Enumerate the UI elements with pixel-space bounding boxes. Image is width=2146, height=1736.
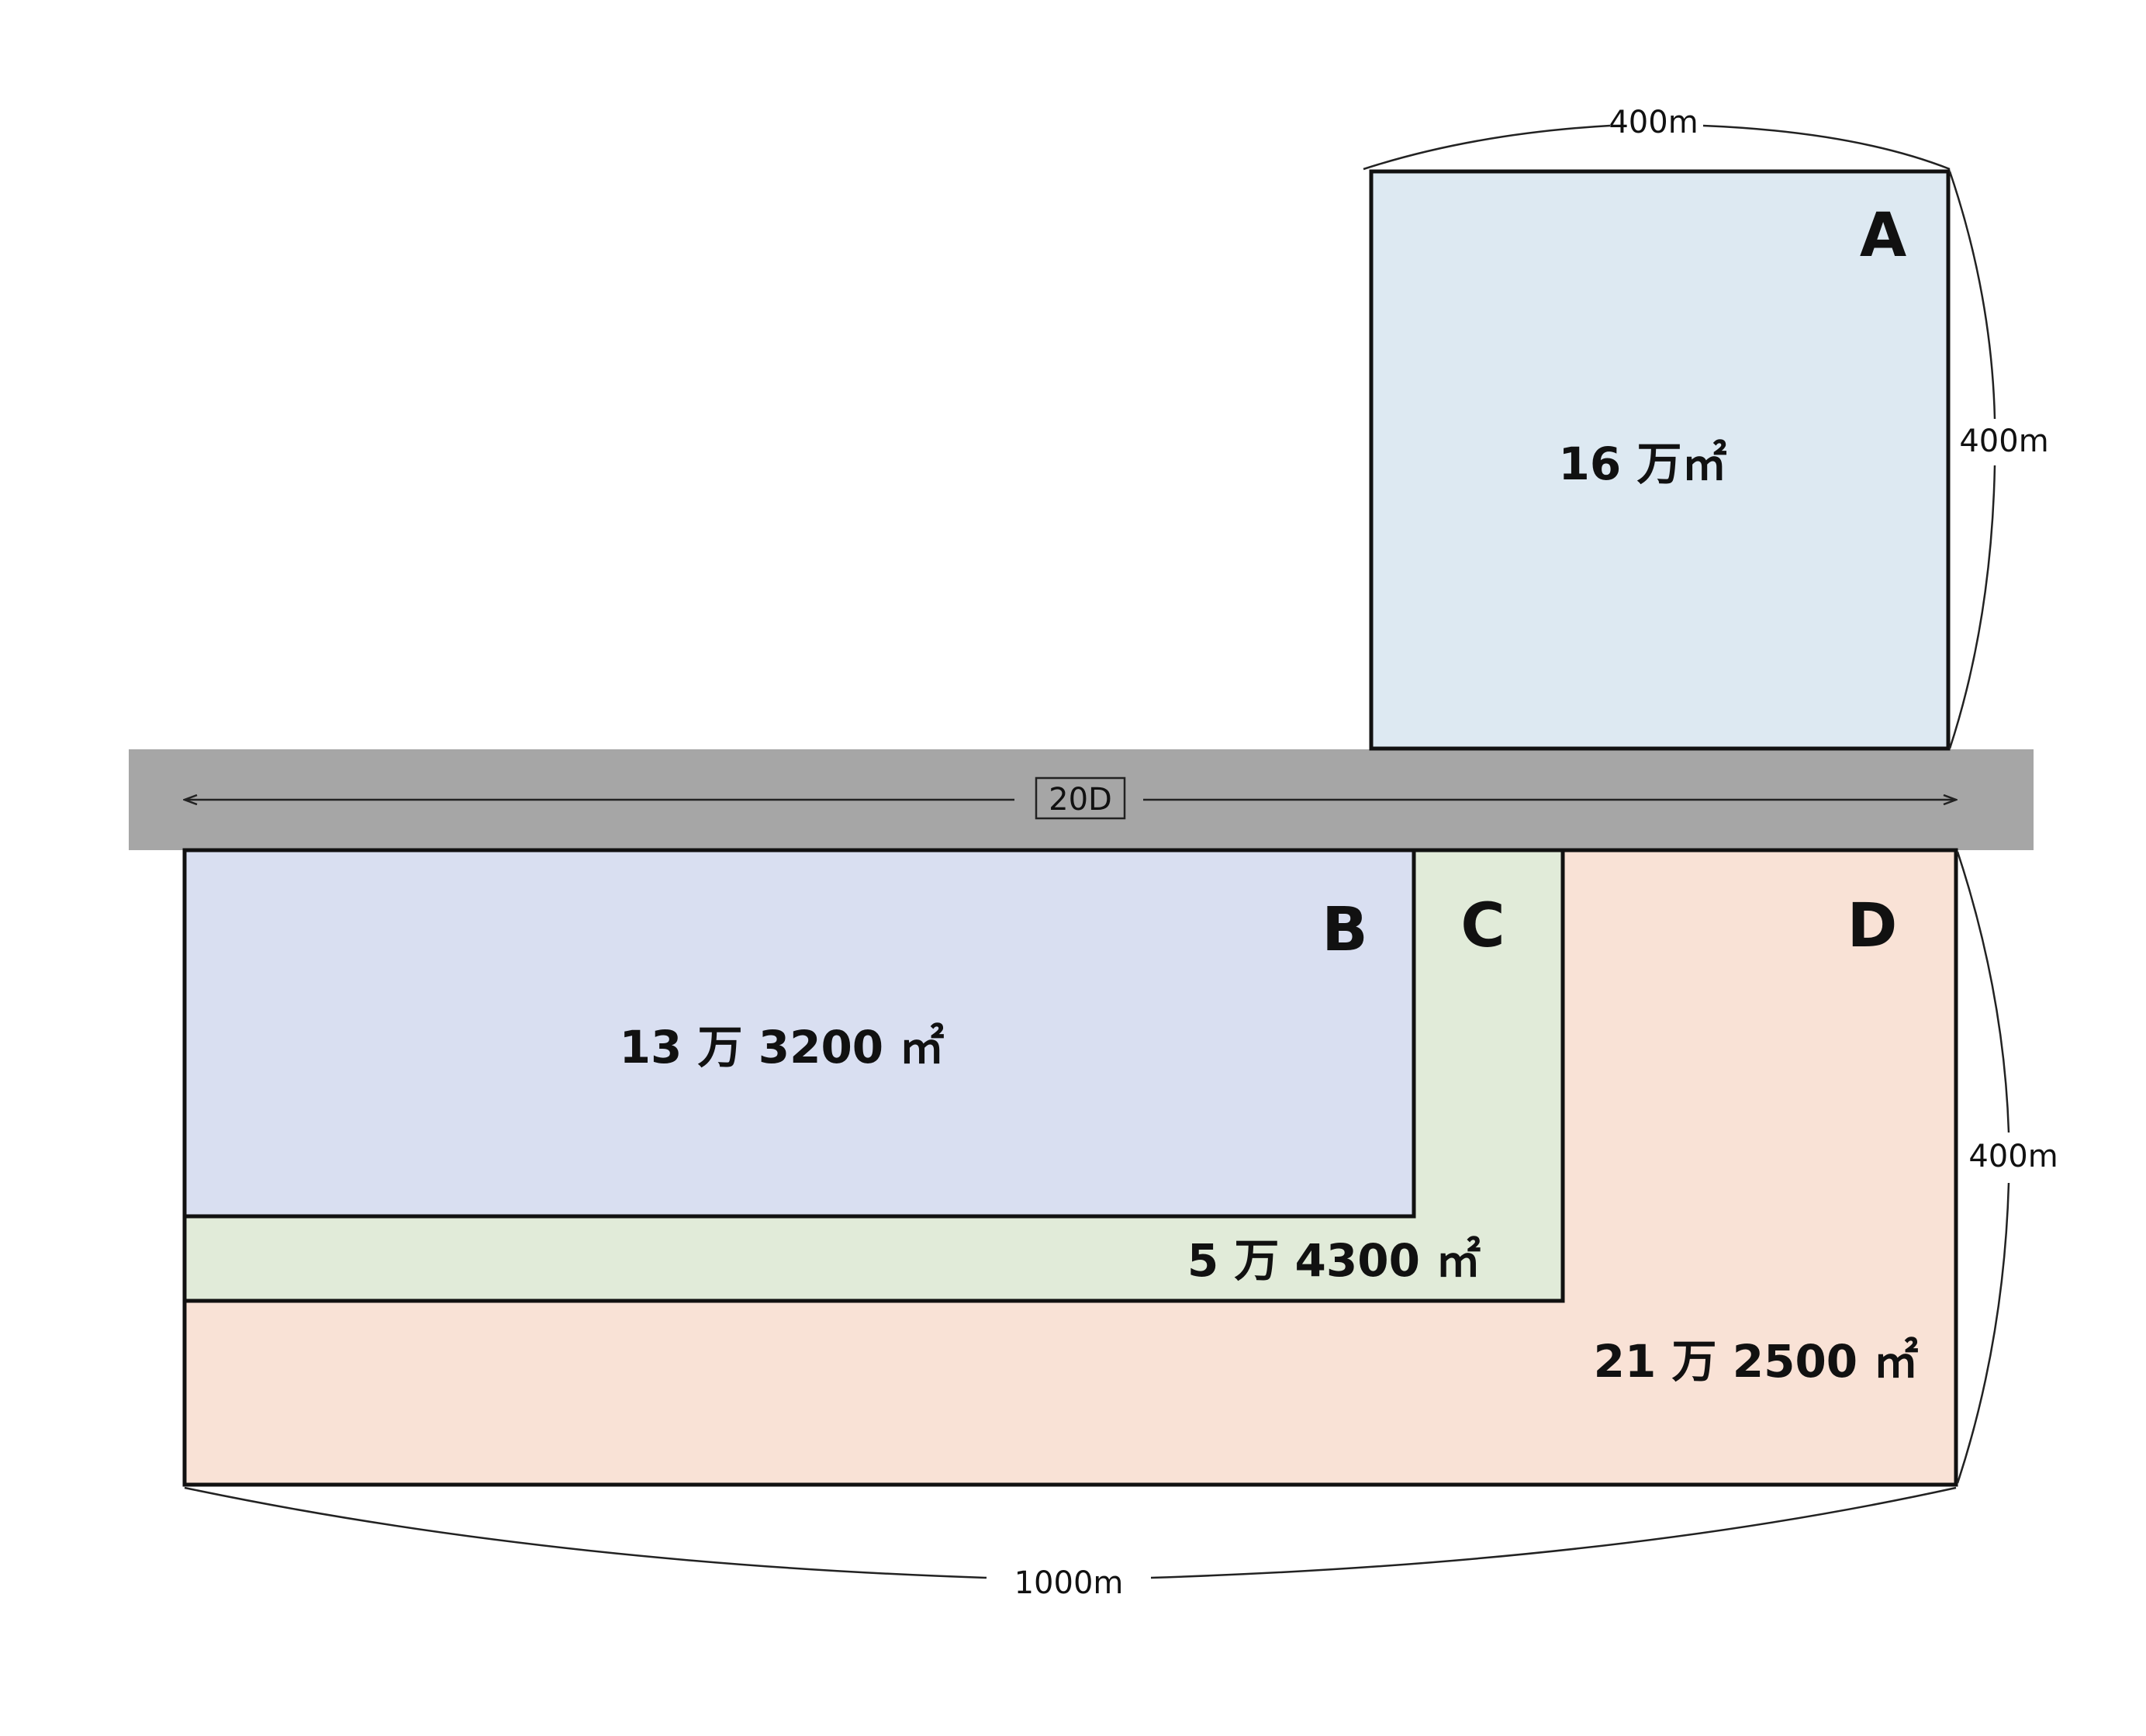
plot-b-letter: B bbox=[1322, 895, 1367, 965]
dim-a-height: 400m bbox=[1959, 424, 2048, 459]
dim-arc-a-height-bottom bbox=[1948, 465, 1996, 749]
dim-lower-width: 1000m bbox=[1014, 1565, 1124, 1601]
dim-arc-a-height-top bbox=[1948, 171, 1996, 420]
plot-a-area: 16 万㎡ bbox=[1559, 437, 1727, 490]
dim-arc-lower-width-right bbox=[1150, 1486, 1957, 1579]
plot-d-letter: D bbox=[1847, 891, 1898, 961]
dim-arc-lower-height-bottom bbox=[1956, 1182, 2010, 1484]
plot-a-letter: A bbox=[1860, 201, 1906, 271]
dim-lower-height: 400m bbox=[1968, 1139, 2058, 1174]
dim-arc-lower-height-top bbox=[1956, 851, 2010, 1133]
dim-arc-lower-width-left bbox=[184, 1486, 987, 1579]
plot-c-area: 5 万 4300 ㎡ bbox=[1187, 1234, 1481, 1287]
dim-arc-a-width-right bbox=[1702, 124, 1951, 171]
road-label-box bbox=[1035, 776, 1126, 820]
plot-a bbox=[1369, 169, 1951, 751]
plot-d-area: 21 万 2500 ㎡ bbox=[1594, 1335, 1919, 1388]
plot-b bbox=[182, 848, 1416, 1219]
plot-c-letter: C bbox=[1460, 891, 1505, 961]
dim-a-width: 400m bbox=[1609, 105, 1698, 140]
dim-arc-a-width-left bbox=[1363, 124, 1611, 171]
plot-b-area: 13 万 3200 ㎡ bbox=[620, 1021, 945, 1074]
road-label: 20D bbox=[1049, 782, 1112, 818]
